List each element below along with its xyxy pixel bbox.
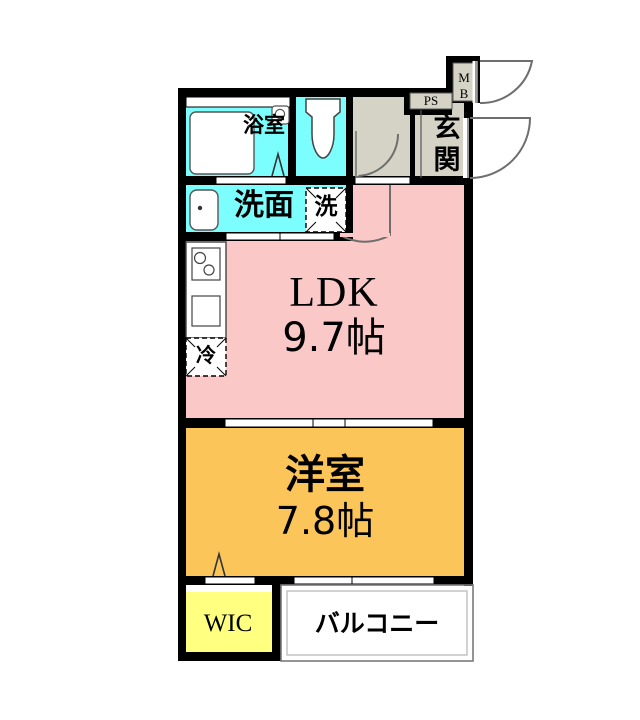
window-bathroom-top — [185, 96, 291, 108]
window-bath-washroom — [215, 176, 287, 185]
balcony-outline — [280, 584, 474, 662]
window-washroom-ldk — [225, 232, 335, 241]
wall-ps-bottom — [404, 108, 452, 115]
balcony-fill — [284, 592, 474, 658]
wall-washroom-right — [346, 184, 353, 234]
wall-right-outer — [464, 88, 473, 578]
wall-bath-toilet — [288, 96, 296, 184]
wall-toilet-hall — [346, 96, 353, 184]
wall-top — [178, 88, 472, 97]
washing-machine-icon — [305, 187, 347, 233]
toilet-bowl-icon — [305, 98, 341, 159]
wall-right-lower — [464, 576, 473, 586]
pipe-shaft-outline — [409, 92, 453, 110]
wall-ps-left — [404, 88, 410, 115]
wall-wic-right — [272, 585, 281, 661]
wic-door-icon — [212, 550, 226, 577]
kitchen-counter-icon — [185, 241, 227, 339]
fixtures — [178, 62, 474, 577]
door-arc-hall — [355, 133, 399, 178]
windows — [185, 96, 435, 585]
window-bedroom-wic — [204, 576, 256, 585]
refrigerator-icon — [185, 337, 227, 377]
hall-fill — [352, 96, 414, 182]
door-arc-entrance — [469, 117, 532, 179]
window-hall-ldk — [354, 176, 411, 185]
meter-box-outline — [452, 62, 474, 102]
door-arc-meter-box — [479, 60, 534, 105]
wall-hall-entrance — [410, 110, 415, 182]
door-arcs — [339, 60, 534, 243]
wall-mb-top — [446, 56, 480, 63]
bath-door-icon — [271, 150, 285, 177]
wall-ps-top — [404, 88, 454, 94]
wall-nub-ldk-left — [178, 364, 186, 376]
bathtub-icon — [189, 111, 255, 175]
vanity-sink-icon — [189, 189, 219, 231]
wic-fill — [184, 592, 272, 658]
wall-mb-left — [446, 56, 453, 102]
wall-wic-bottom — [178, 652, 280, 661]
bedroom-fill — [184, 428, 466, 576]
window-ldk-bedroom — [224, 418, 434, 428]
window-bedroom-balcony — [293, 576, 435, 585]
bath-shower-icon — [271, 105, 290, 125]
